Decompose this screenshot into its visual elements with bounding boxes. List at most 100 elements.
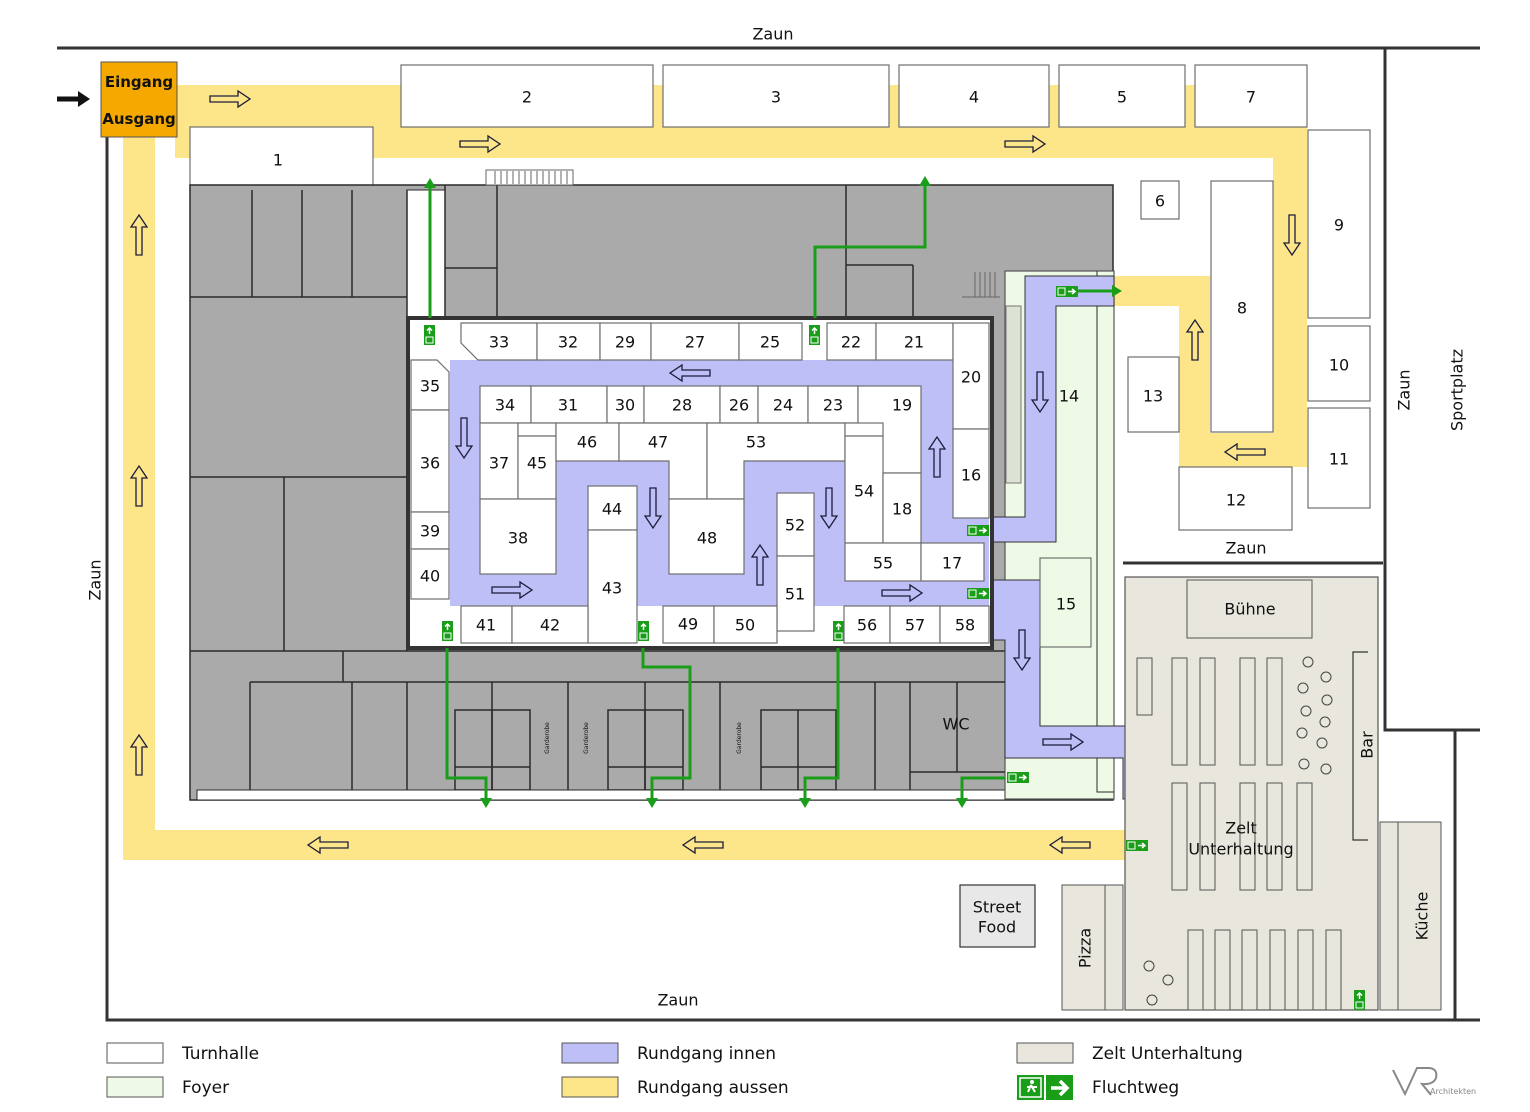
booth-2[interactable]: 2 [400,64,654,128]
booth-number: 28 [672,396,692,415]
stairs-icon [485,169,574,186]
buehne[interactable]: Bühne [1186,579,1313,639]
booth-number: 26 [729,396,749,415]
booth-number: 56 [857,616,877,635]
booth-36[interactable]: 36 [410,409,450,513]
legend: Turnhalle Foyer Rundgang innen Rundgang … [106,1042,1243,1100]
entrance-exit-box[interactable]: Eingang Ausgang [100,61,178,138]
booth-12[interactable]: 12 [1178,466,1293,531]
entrance-arrow-icon [57,91,90,107]
legend-label: Zelt Unterhaltung [1092,1044,1243,1064]
booth-50[interactable]: 50 [713,605,778,644]
street-food-label: Street [973,898,1022,917]
booth-18[interactable]: 18 [882,472,922,544]
booth-30[interactable]: 30 [606,385,645,424]
booth-34[interactable]: 34 [479,385,532,424]
booth-31[interactable]: 31 [530,385,608,424]
booth-11[interactable]: 11 [1307,407,1371,509]
booth-number: 1 [273,151,283,170]
logo-text: Architekten [1430,1087,1476,1096]
booth-55[interactable]: 55 [844,542,922,582]
booth-57[interactable]: 57 [889,605,941,644]
booth-4[interactable]: 4 [898,64,1050,128]
booth-5[interactable]: 5 [1058,64,1186,128]
booth-number: 46 [577,433,597,452]
zelt-label-line1: Zelt [1225,819,1257,838]
booth-7[interactable]: 7 [1194,64,1308,128]
booth-17[interactable]: 17 [920,542,985,582]
booth-39[interactable]: 39 [410,511,450,550]
booth-46[interactable]: 46 [555,422,620,462]
legend-rundgang-innen: Rundgang innen [561,1042,776,1064]
booth-37[interactable]: 37 [479,422,519,500]
booth-42[interactable]: 42 [511,605,589,644]
booth-number: 18 [892,500,912,519]
booth-1[interactable]: 1 [189,126,374,191]
turnhalle: 33 32 29 27 25 22 21 20 16 35 36 39 40 3… [406,316,994,650]
booth-number: 6 [1155,192,1165,211]
booth-41[interactable]: 41 [460,605,513,644]
pizza[interactable]: Pizza [1061,884,1124,1011]
booth-27[interactable]: 27 [650,322,740,361]
booth-44[interactable]: 44 [587,485,638,531]
booth-number: 23 [823,396,843,415]
booth-28[interactable]: 28 [643,385,721,424]
booth-32[interactable]: 32 [536,322,601,361]
booth-38[interactable]: 38 [479,498,557,575]
legend-zelt: Zelt Unterhaltung [1016,1042,1243,1064]
booth-29[interactable]: 29 [599,322,652,361]
booth-33[interactable]: 33 [460,322,538,361]
booth-number: 32 [558,333,578,352]
booth-8[interactable]: 8 [1210,180,1274,433]
booth-spacer [517,422,557,437]
booth-22[interactable]: 22 [826,322,877,361]
booth-number: 47 [648,433,668,452]
entrance-label: Eingang [105,73,173,91]
garderobe-label: Garderobe [583,722,590,754]
booth-number: 5 [1117,88,1127,107]
stairs-icon [962,272,1000,298]
booth-6[interactable]: 6 [1140,180,1180,220]
booth-43[interactable]: 43 [587,529,638,644]
booth-56[interactable]: 56 [843,605,891,644]
booth-23[interactable]: 23 [807,385,859,424]
booth-49[interactable]: 49 [662,605,715,644]
fence-label-left: Zaun [86,559,105,600]
bar-label: Bar [1358,731,1377,759]
booth-25[interactable]: 25 [738,322,803,361]
booth-number: 17 [942,554,962,573]
booth-14[interactable]: 14 [1059,387,1079,406]
booth-58[interactable]: 58 [939,605,990,644]
booth-54[interactable]: 54 [844,435,884,544]
booth-10[interactable]: 10 [1307,325,1371,402]
booth-20[interactable]: 20 [952,322,990,430]
booth-3[interactable]: 3 [662,64,890,128]
booth-13[interactable]: 13 [1127,356,1180,433]
booth-15[interactable]: 15 [1039,557,1092,648]
booth-number: 38 [508,529,528,548]
booth-40[interactable]: 40 [410,548,450,600]
booth-number: 50 [735,616,755,635]
street-food[interactable]: Street Food [959,884,1036,948]
booth-number: 45 [527,454,547,473]
booth-number: 40 [420,567,440,586]
bar-counter [1352,651,1368,841]
legend-fluchtweg: Fluchtweg [1017,1075,1179,1100]
booth-51[interactable]: 51 [776,555,815,632]
garderobe-label: Garderobe [544,722,551,754]
booth-26[interactable]: 26 [719,385,759,424]
booth-number: 49 [678,615,698,634]
booth-24[interactable]: 24 [757,385,809,424]
booth-52[interactable]: 52 [776,492,815,557]
booth-48[interactable]: 48 [668,498,745,575]
wc-label: WC [943,715,970,734]
zelt-unterhaltung: Bühne Bar Zelt Unterhaltung Küche Pizza [1061,576,1442,1011]
booth-45[interactable]: 45 [517,435,557,500]
booth-16[interactable]: 16 [952,428,990,519]
booth-9[interactable]: 9 [1307,129,1371,319]
booth-21[interactable]: 21 [875,322,954,361]
kueche[interactable]: Küche [1379,821,1442,1011]
booth-spacer [844,422,884,437]
booth-number: 53 [746,433,766,452]
booth-35[interactable]: 35 [410,359,450,411]
